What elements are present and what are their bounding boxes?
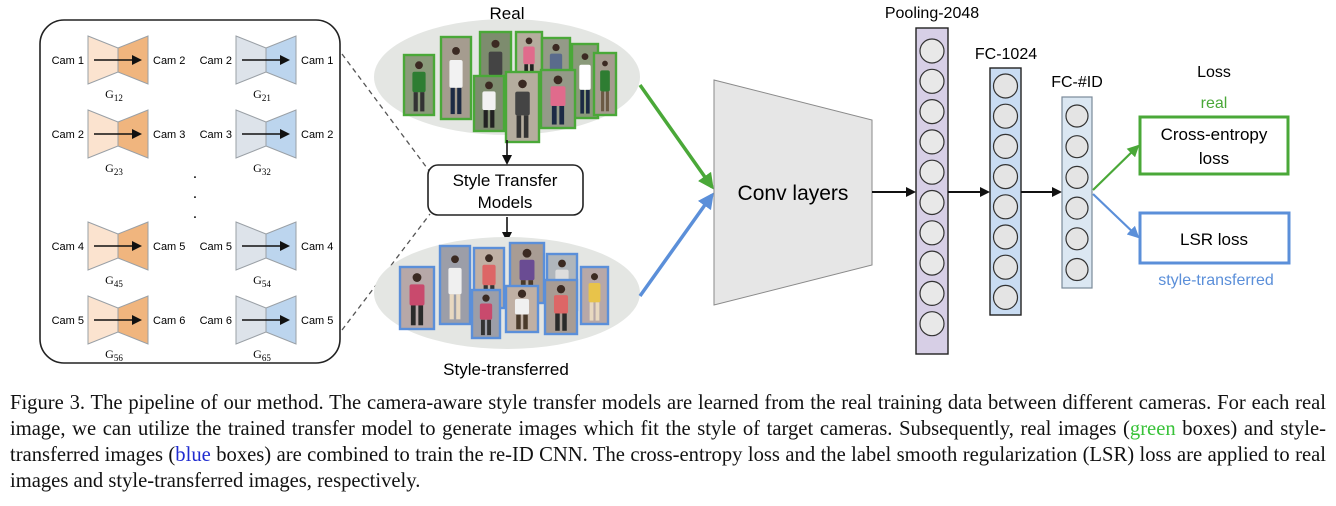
neuron-node (1065, 165, 1089, 189)
neuron-node (919, 159, 945, 185)
ellipsis-dot: . (193, 185, 197, 202)
source-camera-label: Cam 4 (52, 241, 84, 253)
figure-caption: Figure 3. The pipeline of our method. Th… (10, 390, 1326, 494)
real-branch-label: real (1201, 95, 1228, 112)
cross-entropy-line1: Cross-entropy (1161, 125, 1268, 144)
source-camera-label: Cam 3 (200, 129, 232, 141)
person-image (539, 68, 577, 130)
style-to-conv-arrow (638, 192, 714, 298)
person-image (504, 70, 541, 144)
neuron-node (919, 311, 945, 337)
neuron-node (992, 133, 1019, 159)
ellipsis-dot: . (193, 205, 197, 222)
source-camera-label: Cam 5 (52, 315, 84, 327)
target-camera-label: Cam 3 (153, 129, 185, 141)
style-transfer-box (427, 164, 584, 216)
dashed-connector-top (341, 53, 431, 173)
fcid-to-lsr-arrow (1092, 193, 1140, 239)
neuron-node (919, 68, 945, 94)
person-image (472, 74, 506, 133)
person-image (402, 53, 436, 117)
pooling-label: Pooling-2048 (885, 5, 979, 22)
lsr-loss-label: LSR loss (1180, 230, 1248, 249)
neuron-node (992, 164, 1019, 190)
caption-green-word: green (1129, 418, 1176, 440)
person-image (543, 278, 579, 336)
fc1024-nodes (992, 73, 1019, 310)
caption-part2: boxes) and style-transferred images ( (10, 418, 1327, 466)
source-camera-label: Cam 5 (200, 241, 232, 253)
style-image-cluster (398, 241, 610, 340)
neuron-node (992, 254, 1019, 280)
caption-blue-word: blue (175, 444, 211, 466)
neuron-node (919, 129, 945, 155)
source-camera-label: Cam 2 (200, 55, 232, 67)
ellipsis-dot: . (193, 165, 197, 182)
source-camera-label: Cam 6 (200, 315, 232, 327)
source-camera-label: Cam 2 (52, 129, 84, 141)
real-to-conv-arrow (638, 83, 714, 190)
target-camera-label: Cam 2 (153, 55, 185, 67)
caption-part3: boxes) are combined to train the re-ID C… (10, 444, 1327, 492)
style-transferred-label: Style-transferred (443, 360, 569, 379)
neuron-node (1065, 104, 1089, 128)
style-transfer-label-line2: Models (478, 193, 533, 212)
fcid-to-ce-arrow (1092, 144, 1140, 191)
neuron-node (1065, 257, 1089, 282)
target-camera-label: Cam 5 (301, 315, 333, 327)
target-camera-label: Cam 6 (153, 315, 185, 327)
person-image (592, 51, 618, 117)
lsr-loss-box (1138, 211, 1291, 265)
person-image (504, 284, 540, 334)
neuron-node (919, 250, 945, 276)
fcid-nodes (1065, 104, 1089, 282)
cross-entropy-line2: loss (1199, 149, 1229, 168)
style-branch-label: style-transferred (1158, 272, 1274, 289)
fcid-label: FC-#ID (1051, 74, 1103, 91)
pooling-nodes (919, 38, 945, 337)
target-camera-label: Cam 2 (301, 129, 333, 141)
neuron-node (1065, 135, 1089, 159)
neuron-node (919, 38, 945, 64)
conv-layers-label: Conv layers (738, 182, 849, 205)
person-image (438, 244, 472, 326)
target-camera-label: Cam 1 (301, 55, 333, 67)
person-image (470, 288, 502, 340)
real-label: Real (490, 4, 525, 23)
neuron-node (1065, 227, 1089, 251)
neuron-node (992, 284, 1019, 310)
neuron-node (919, 220, 945, 246)
person-image (579, 265, 610, 326)
person-image (398, 265, 436, 331)
neuron-node (992, 224, 1019, 250)
source-camera-label: Cam 1 (52, 55, 84, 67)
neuron-node (992, 103, 1019, 129)
style-transfer-label-line1: Style Transfer (453, 171, 558, 190)
neuron-node (919, 280, 945, 306)
fc1024-label: FC-1024 (975, 46, 1037, 63)
neuron-node (919, 98, 945, 125)
conv-layers-block (713, 79, 873, 306)
neuron-node (919, 189, 945, 216)
loss-title: Loss (1197, 64, 1231, 81)
neuron-node (992, 194, 1019, 220)
neuron-node (992, 73, 1019, 99)
person-image (439, 35, 473, 121)
caption-part1: Figure 3. The pipeline of our method. Th… (10, 392, 1326, 440)
cross-entropy-loss-box (1138, 115, 1290, 176)
fcid-layer (1061, 96, 1093, 289)
real-image-cluster (402, 30, 618, 144)
generator-panel (39, 19, 341, 364)
neuron-node (1065, 196, 1089, 220)
target-camera-label: Cam 4 (301, 241, 333, 253)
target-camera-label: Cam 5 (153, 241, 185, 253)
